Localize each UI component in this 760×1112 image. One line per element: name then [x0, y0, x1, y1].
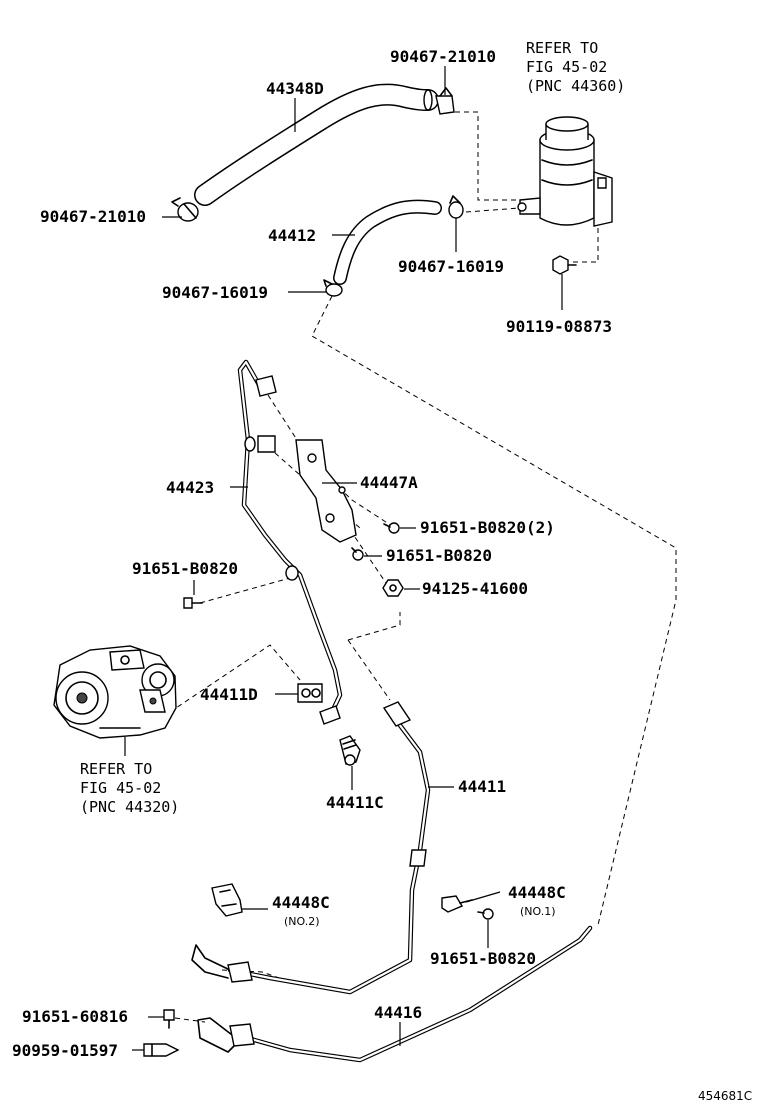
clamp-16019-left-icon[interactable] — [323, 279, 343, 297]
label-bolt-b0820-bottom: 91651-B0820 — [430, 949, 536, 968]
tube-44423[interactable] — [237, 359, 343, 725]
bolt-b0820-bottom-icon[interactable] — [477, 908, 494, 920]
label-tube-44423: 44423 — [166, 478, 214, 497]
label-clamp-44448c-no2: 44448C — [272, 893, 330, 912]
label-clamp-left: 90467-21010 — [40, 207, 146, 226]
bolt-44411c-icon[interactable] — [339, 735, 361, 766]
bolt-b0820-left-icon[interactable] — [183, 597, 203, 609]
ref-pump-line2: FIG 45-02 — [80, 779, 161, 797]
tube-44416[interactable] — [197, 925, 593, 1063]
bracket-44447a[interactable] — [257, 435, 357, 543]
figure-id: 454681C — [698, 1089, 752, 1103]
bolt-60816-icon[interactable] — [163, 1009, 175, 1029]
label-bolt-08873: 90119-08873 — [506, 317, 612, 336]
hose-44348d[interactable] — [194, 83, 439, 206]
clip-01597-icon[interactable] — [143, 1043, 180, 1057]
label-nut-41600: 94125-41600 — [422, 579, 528, 598]
ref-reservoir-line1: REFER TO — [526, 39, 598, 57]
label-bolt-b0820-2: 91651-B0820(2) — [420, 518, 555, 537]
label-bolt-60816: 91651-60816 — [22, 1007, 128, 1026]
clamp-top-icon[interactable] — [435, 87, 455, 115]
ref-pump-line1: REFER TO — [80, 760, 152, 778]
bolt-08873-icon[interactable] — [552, 255, 577, 275]
hose-44412[interactable] — [333, 199, 442, 285]
label-bolt-b0820-left: 91651-B0820 — [132, 559, 238, 578]
label-hose-44411: 44411 — [458, 777, 506, 796]
label-bolt-44411c: 44411C — [326, 793, 384, 812]
assembly-dashed-lines — [169, 111, 677, 1023]
label-bracket-44447a: 44447A — [360, 473, 418, 492]
label-hose-44412: 44412 — [268, 226, 316, 245]
ref-pump-line3: (PNC 44320) — [80, 798, 179, 816]
plate-44411d[interactable] — [297, 683, 323, 703]
clamp-left-icon[interactable] — [171, 197, 199, 222]
reservoir-icon[interactable] — [517, 116, 613, 227]
clamp-16019-right-icon[interactable] — [448, 195, 464, 219]
bolt-b0820-mid-icon[interactable] — [351, 547, 364, 561]
pump-reference: REFER TO FIG 45-02 (PNC 44320) — [80, 760, 179, 816]
label-plate-44411d: 44411D — [200, 685, 258, 704]
label-hose-44348d: 44348D — [266, 79, 324, 98]
label-clamp-16019-left: 90467-16019 — [162, 283, 268, 302]
clamp-44448c-no2-icon[interactable] — [211, 883, 243, 917]
ref-reservoir-line3: (PNC 44360) — [526, 77, 625, 95]
ref-reservoir-line2: FIG 45-02 — [526, 58, 607, 76]
reservoir-reference: REFER TO FIG 45-02 (PNC 44360) — [526, 39, 625, 95]
label-no1: (NO.1) — [520, 905, 556, 918]
label-bolt-b0820-mid: 91651-B0820 — [386, 546, 492, 565]
hose-44411[interactable] — [191, 701, 431, 995]
label-clamp-top: 90467-21010 — [390, 47, 496, 66]
leader-lines — [132, 66, 563, 1051]
label-tube-44416: 44416 — [374, 1003, 422, 1022]
pump-icon[interactable] — [53, 645, 177, 756]
bolt-b0820-2-icon[interactable] — [383, 522, 400, 534]
label-no2: (NO.2) — [284, 915, 320, 928]
clamp-44448c-no1-icon[interactable] — [441, 895, 473, 913]
label-clamp-44448c-no1: 44448C — [508, 883, 566, 902]
label-clamp-16019-right: 90467-16019 — [398, 257, 504, 276]
nut-41600-icon[interactable] — [382, 579, 404, 597]
label-clip-01597: 90959-01597 — [12, 1041, 118, 1060]
part-number-labels: 90467-21010 44348D 90467-21010 44412 904… — [12, 47, 752, 1103]
